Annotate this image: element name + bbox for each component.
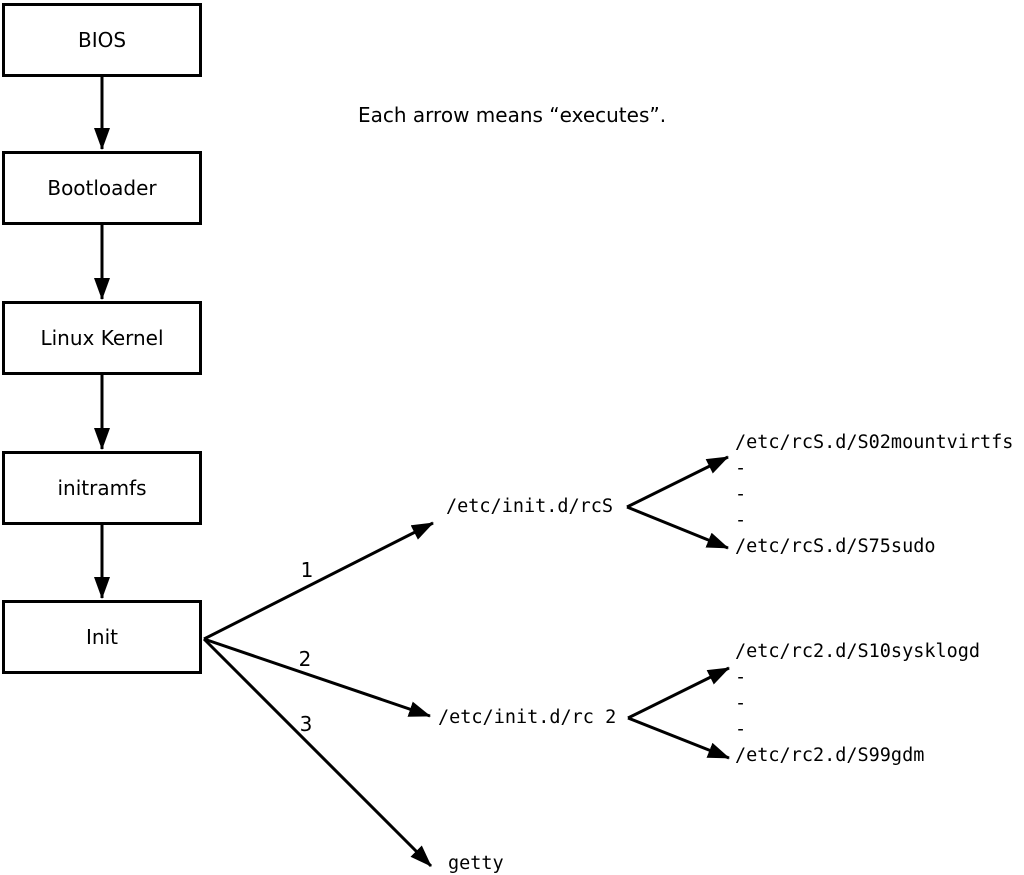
rc2-script-label: /etc/init.d/rc 2	[438, 707, 617, 728]
rc2-fan-ellipsis-dash: -	[735, 667, 747, 688]
getty-label: getty	[448, 853, 504, 874]
rc2-fan-line-s99gdm: /etc/rc2.d/S99gdm	[735, 745, 925, 766]
arrow-init-to-getty	[202, 637, 433, 868]
rcs-fan-list: /etc/rcS.d/S02mountvirtfs - - - /etc/rcS…	[735, 430, 1013, 560]
bootloader-box: Bootloader	[2, 151, 202, 225]
arrow-init-to-rcs	[203, 521, 434, 641]
linux-kernel-label: Linux Kernel	[40, 326, 164, 350]
rcs-fan-ellipsis-dash: -	[735, 510, 747, 531]
rc2-fan-list: /etc/rc2.d/S10sysklogd - - - /etc/rc2.d/…	[735, 639, 980, 769]
rcs-fan-line-s75sudo: /etc/rcS.d/S75sudo	[735, 536, 936, 557]
arrow-rcs-to-s02mountvirtfs	[626, 455, 729, 509]
edge-label-2: 2	[298, 647, 312, 671]
arrow-init-to-rc2	[203, 637, 431, 718]
bootloader-label: Bootloader	[47, 176, 157, 200]
bios-box: BIOS	[2, 3, 202, 77]
init-label: Init	[86, 625, 118, 649]
arrow-rc2-to-s99gdm	[627, 716, 730, 760]
rcs-script-label: /etc/init.d/rcS	[446, 496, 614, 517]
linux-kernel-box: Linux Kernel	[2, 301, 202, 375]
arrow-rcs-to-s75sudo	[626, 505, 729, 550]
rcs-fan-ellipsis-dash: -	[735, 458, 747, 479]
init-box: Init	[2, 600, 202, 674]
initramfs-box: initramfs	[2, 451, 202, 525]
initramfs-label: initramfs	[57, 476, 147, 500]
edge-label-1: 1	[300, 558, 314, 582]
rc2-fan-ellipsis-dash: -	[735, 693, 747, 714]
rcs-fan-ellipsis-dash: -	[735, 484, 747, 505]
diagram-caption: Each arrow means “executes”.	[358, 103, 667, 127]
rcs-fan-line-s02mountvirtfs: /etc/rcS.d/S02mountvirtfs	[735, 432, 1014, 453]
arrow-rc2-to-s10sysklogd	[627, 666, 730, 720]
rc2-fan-ellipsis-dash: -	[735, 719, 747, 740]
edge-label-3: 3	[299, 712, 313, 736]
bios-label: BIOS	[77, 28, 127, 52]
rc2-fan-line-s10sysklogd: /etc/rc2.d/S10sysklogd	[735, 641, 981, 662]
